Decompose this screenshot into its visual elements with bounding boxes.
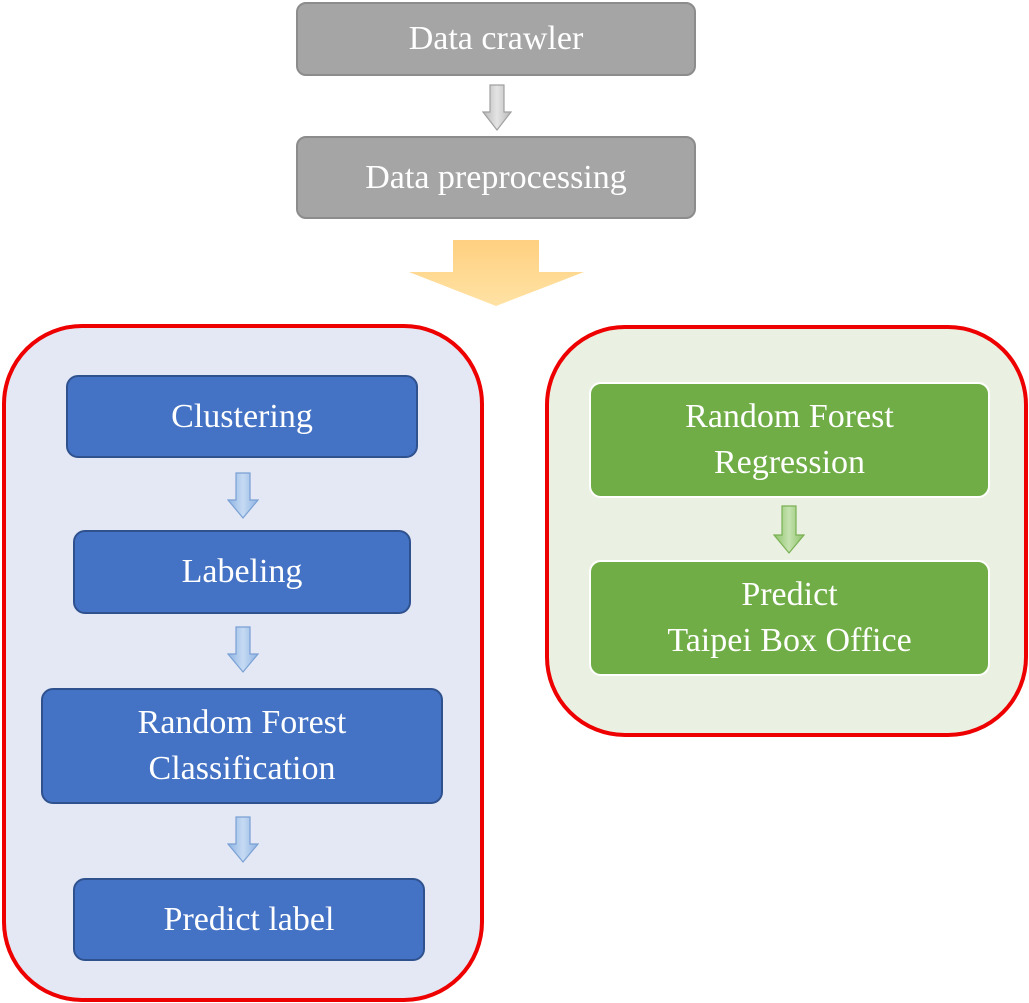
rf-regression-label: Random Forest Regression [685, 398, 894, 481]
down-arrow-icon [227, 816, 259, 864]
data-crawler-box: Data crawler [296, 2, 696, 76]
data-preprocessing-label: Data preprocessing [365, 158, 627, 196]
down-arrow-icon [773, 505, 805, 555]
rf-regression-box: Random Forest Regression [589, 382, 990, 498]
predict-label-box: Predict label [73, 878, 425, 961]
rf-classification-box: Random Forest Classification [41, 688, 443, 804]
rf-classification-label: Random Forest Classification [137, 704, 347, 787]
down-arrow-icon [227, 626, 259, 674]
clustering-box: Clustering [66, 375, 418, 458]
down-arrow-icon [482, 84, 512, 132]
data-crawler-label: Data crawler [408, 20, 584, 57]
split-arrow-icon [409, 240, 584, 306]
data-preprocessing-box: Data preprocessing [296, 136, 696, 219]
predict-box-office-box: Predict Taipei Box Office [589, 560, 990, 676]
labeling-label: Labeling [181, 553, 303, 590]
labeling-box: Labeling [73, 530, 411, 614]
down-arrow-icon [227, 472, 259, 520]
predict-box-office-label: Predict Taipei Box Office [667, 576, 912, 659]
predict-label-label: Predict label [163, 900, 335, 938]
clustering-label: Clustering [171, 397, 313, 435]
